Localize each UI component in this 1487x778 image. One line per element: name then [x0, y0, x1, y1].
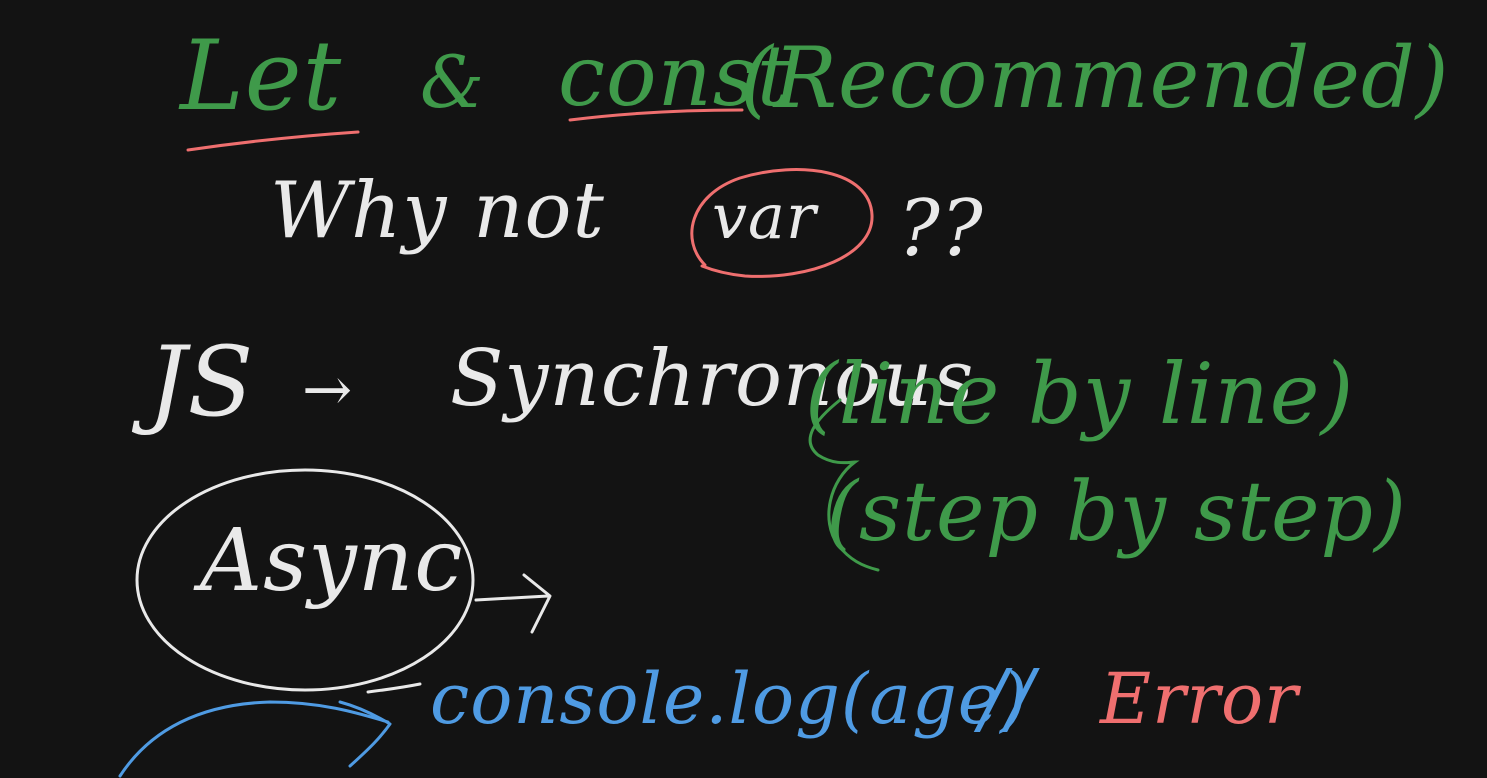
- why-not-text: Why not: [270, 166, 605, 256]
- ampersand-text: &: [420, 40, 486, 124]
- let-text: Let: [180, 20, 343, 132]
- arrow-text: →: [302, 355, 354, 425]
- question-marks-text: ??: [898, 184, 984, 274]
- let-underline-stroke: [186, 130, 360, 152]
- async-text: Async: [200, 511, 464, 611]
- async-arrow-stroke: [474, 573, 552, 634]
- recommended-text: (Recommended): [740, 29, 1450, 127]
- comment-slashes-text: //: [980, 654, 1035, 744]
- async-tail-stroke: [366, 682, 422, 694]
- synchronous-text: Synchronous: [450, 334, 975, 424]
- blue-arrow-stroke: [118, 700, 392, 778]
- error-text: Error: [1100, 658, 1299, 740]
- var-text: var: [712, 180, 817, 253]
- console-log-text: console.log(age): [430, 658, 1029, 740]
- step-by-step-text: (step by step): [826, 465, 1408, 560]
- line-by-line-text: (line by line): [805, 345, 1355, 443]
- js-text: JS: [148, 326, 255, 438]
- const-text: const: [558, 27, 792, 125]
